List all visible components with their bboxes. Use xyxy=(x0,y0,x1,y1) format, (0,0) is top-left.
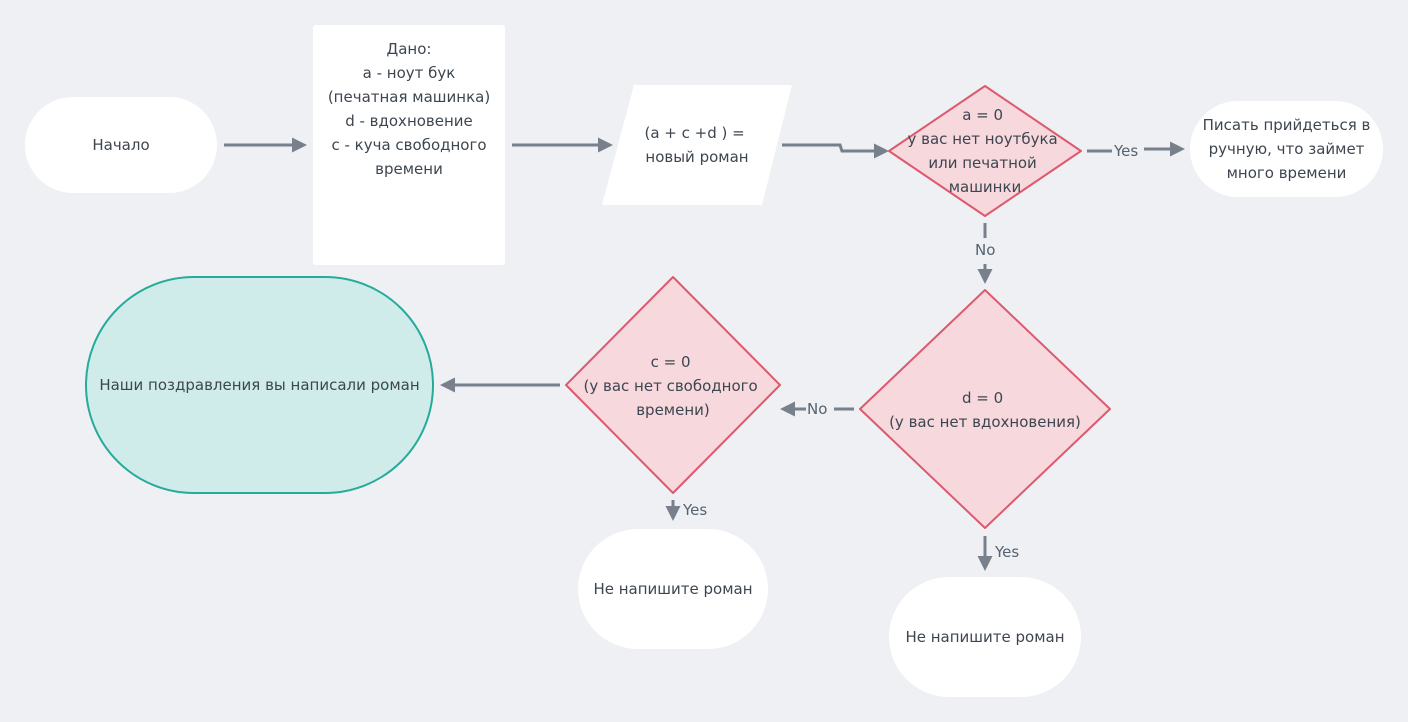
decision-a-text: a = 0 у вас нет ноутбука или печатной ма… xyxy=(908,106,1063,196)
decision-d-diamond xyxy=(859,289,1111,529)
decision-d-text: d = 0 (у вас нет вдохновения) xyxy=(889,389,1081,431)
no-novel-node-1: Не напишите роман xyxy=(578,529,768,649)
edge-label-a-yes: Yes xyxy=(1114,142,1139,160)
start-node-label: Начало xyxy=(92,136,150,154)
edge-label-d-yes: Yes xyxy=(995,543,1020,561)
edge-label-a-no: No xyxy=(975,241,996,259)
edge-label-d-no: No xyxy=(807,400,828,418)
decision-c-text: c = 0 (у вас нет свободного времени) xyxy=(584,353,763,419)
decision-a-diamond xyxy=(888,85,1082,217)
edge-label-c-yes: Yes xyxy=(683,501,708,519)
congrats-text: Наши поздравления вы написали роман xyxy=(99,376,420,394)
no-novel-node-2: Не напишите роман xyxy=(889,577,1081,697)
formula-line-1: (a + c +d ) = xyxy=(645,124,745,142)
formula-parallelogram xyxy=(602,85,792,205)
no-novel-text-2: Не напишите роман xyxy=(905,628,1065,646)
decision-c-diamond xyxy=(565,276,781,494)
formula-line-2: новый роман xyxy=(645,148,748,166)
given-card-text: Дано: а - ноут бук (печатная машинка) d … xyxy=(327,40,491,178)
start-node: Начало xyxy=(25,97,217,193)
given-card: Дано: а - ноут бук (печатная машинка) d … xyxy=(313,25,505,265)
write-by-hand-text: Писать прийдеться в ручную, что займет м… xyxy=(1202,116,1371,182)
edge-formula-to-decision-a xyxy=(782,143,889,159)
no-novel-text-1: Не напишите роман xyxy=(593,580,753,598)
write-by-hand-node: Писать прийдеться в ручную, что займет м… xyxy=(1190,101,1383,197)
congrats-terminal: Наши поздравления вы написали роман xyxy=(85,276,434,494)
formula-text: (a + c +d ) = новый роман xyxy=(645,124,750,166)
